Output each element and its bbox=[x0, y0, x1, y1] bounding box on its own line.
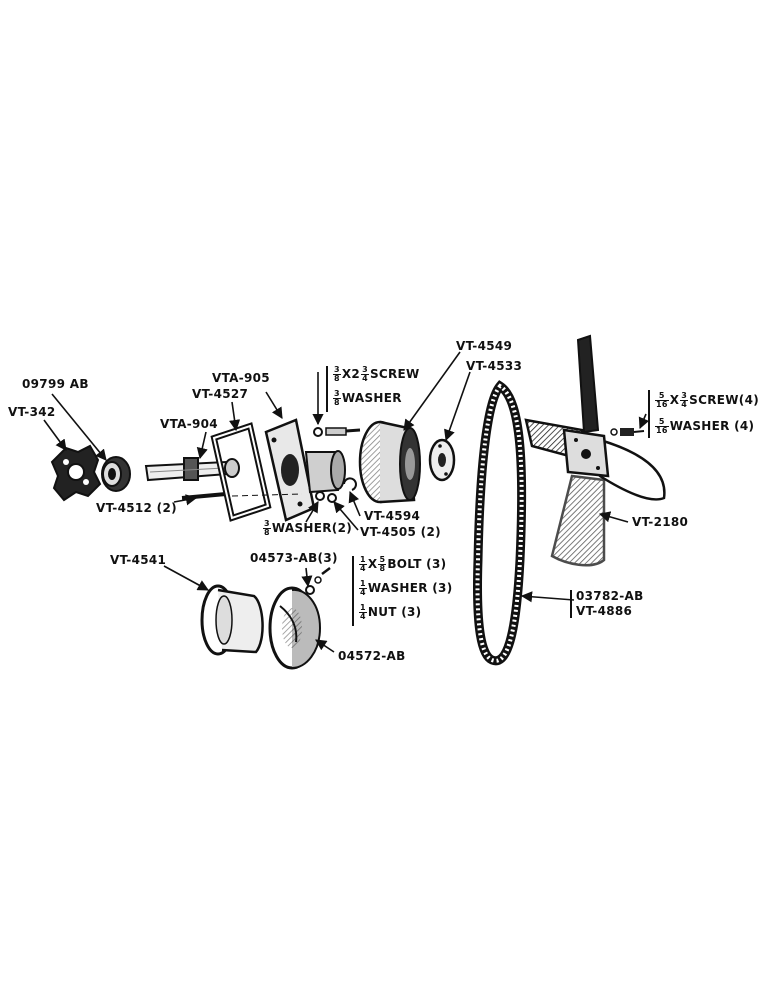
label-vt-4594: VT-4594 bbox=[364, 509, 421, 523]
label-vt-4541: VT-4541 bbox=[110, 553, 167, 567]
small-washers-part bbox=[315, 477, 357, 503]
label-vt-4886: VT-4886 bbox=[576, 604, 633, 618]
key-part bbox=[181, 492, 227, 500]
pulley-part bbox=[358, 420, 421, 504]
fan-belt-part bbox=[473, 380, 527, 666]
bolts-part bbox=[305, 567, 331, 595]
label-vt-2180: VT-2180 bbox=[632, 515, 689, 529]
label-04572-ab: 04572-AB bbox=[338, 649, 406, 663]
label-vt-4549: VT-4549 bbox=[456, 339, 513, 353]
bracket-belt bbox=[570, 590, 572, 618]
label-vt-4533: VT-4533 bbox=[466, 359, 523, 373]
label-vt-4512: VT-4512 (2) bbox=[96, 501, 177, 515]
screw-part bbox=[313, 427, 361, 437]
gasket-part bbox=[210, 422, 272, 522]
leader-lines bbox=[43, 351, 650, 653]
fan-blade-part bbox=[524, 334, 666, 567]
label-vt-4505: VT-4505 (2) bbox=[360, 525, 441, 539]
label-03782-ab: 03782-AB bbox=[576, 589, 644, 603]
label-vta-905: VTA-905 bbox=[212, 371, 270, 385]
bracket-screw-b bbox=[648, 390, 650, 438]
spider-hub-part bbox=[50, 444, 102, 502]
label-09799-ab: 09799 AB bbox=[22, 377, 89, 391]
label-vt-342: VT-342 bbox=[8, 405, 56, 419]
bracket-bolt bbox=[352, 556, 354, 626]
label-vta-904: VTA-904 bbox=[160, 417, 218, 431]
fan-flange-part bbox=[428, 438, 456, 482]
sleeve-part bbox=[200, 584, 264, 656]
label-vt-4527: VT-4527 bbox=[192, 387, 249, 401]
bracket-screw-a bbox=[326, 366, 328, 412]
hex-nut-part bbox=[101, 456, 131, 492]
cover-part bbox=[268, 586, 322, 670]
bearing-housing-part bbox=[231, 418, 346, 522]
shaft-part bbox=[144, 457, 240, 482]
label-04573-ab: 04573-AB(3) bbox=[250, 551, 338, 565]
fan-screw-part bbox=[610, 428, 645, 436]
